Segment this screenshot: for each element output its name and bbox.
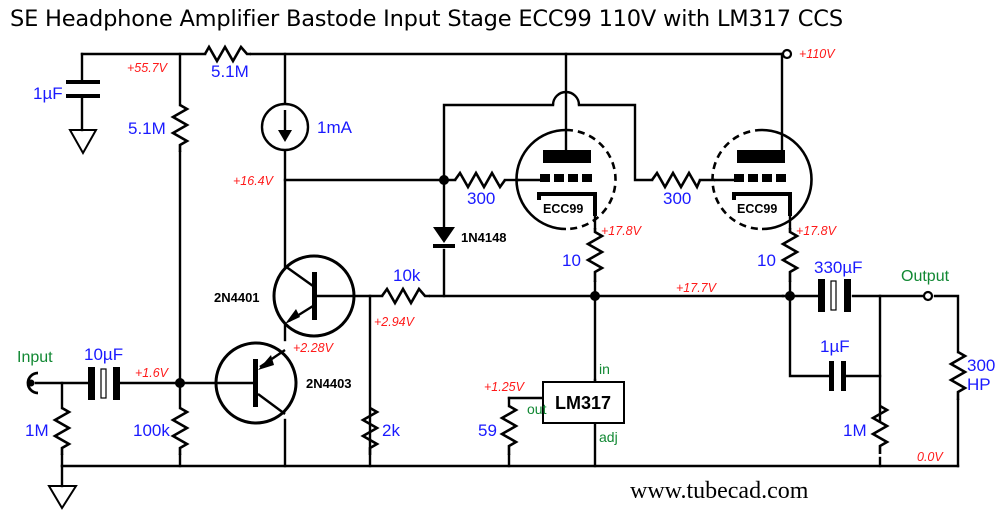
- input-capacitor: [88, 367, 120, 400]
- resistor-input-value: 1M: [25, 421, 49, 440]
- npn-transistor: [272, 254, 356, 338]
- resistor-base: [380, 286, 430, 306]
- wires: [34, 52, 960, 488]
- resistor-load-value: 300: [967, 356, 995, 375]
- input-capacitor-value: 10µF: [84, 345, 123, 364]
- voltage-cathode-1: +17.8V: [601, 224, 643, 238]
- current-source-value: 1mA: [317, 118, 353, 137]
- regulator-pin-adj: adj: [599, 429, 618, 445]
- resistor-series-top-value: 5.1M: [211, 62, 249, 81]
- resistor-grid-2-value: 300: [663, 189, 691, 208]
- pnp-transistor-label: 2N4403: [306, 376, 352, 391]
- resistor-set: [499, 404, 519, 455]
- tube-2-label: ECC99: [737, 202, 777, 216]
- voltage-cathode-2: +17.8V: [796, 224, 838, 238]
- ground-icon: [68, 129, 98, 156]
- voltage-ground: 0.0V: [917, 450, 944, 464]
- filter-capacitor-value: 1µF: [33, 84, 63, 103]
- regulator-box: [542, 381, 625, 424]
- resistor-grid-1-value: 300: [467, 189, 495, 208]
- voltage-ccs-bottom: +16.4V: [233, 174, 275, 188]
- bypass-capacitor-value: 1µF: [820, 337, 850, 356]
- input-label: Input: [17, 349, 53, 366]
- resistor-cathode-1-value: 10: [562, 251, 581, 270]
- resistor-load-note: HP: [967, 375, 991, 394]
- input-jack-icon[interactable]: [26, 371, 39, 395]
- bypass-capacitor: [829, 361, 846, 391]
- resistor-divider-top: [170, 103, 190, 152]
- regulator-label: LM317: [555, 393, 611, 413]
- voltage-input-bias: +1.6V: [135, 366, 170, 380]
- output-capacitor-value: 330µF: [814, 258, 863, 277]
- npn-transistor-label: 2N4401: [214, 290, 260, 305]
- resistor-input: [52, 406, 72, 455]
- voltage-divider-top: +55.7V: [127, 61, 169, 75]
- b-plus-voltage: +110V: [799, 47, 836, 61]
- resistor-divider-top-value: 5.1M: [128, 119, 166, 138]
- output-capacitor: [818, 279, 851, 312]
- voltage-base-node: +2.94V: [374, 315, 416, 329]
- resistor-load: [948, 350, 968, 400]
- resistor-output: [870, 404, 890, 454]
- filter-capacitor: [66, 80, 100, 98]
- resistor-emitter-value: 2k: [382, 421, 400, 440]
- resistor-emitter: [360, 406, 380, 455]
- pnp-transistor: [214, 341, 298, 425]
- output-label: Output: [901, 268, 950, 285]
- resistor-grid-1: [453, 170, 507, 190]
- resistor-output-value: 1M: [843, 421, 867, 440]
- ground-icon: [47, 485, 78, 510]
- resistor-cathode-2: [780, 228, 800, 282]
- resistor-series-top: [203, 44, 251, 64]
- website-watermark[interactable]: www.tubecad.com: [630, 478, 809, 504]
- voltage-cathode-bus: +17.7V: [676, 281, 718, 295]
- junction-dots: [175, 175, 795, 388]
- b-plus-terminal: [781, 48, 793, 60]
- regulator-pin-out: out: [527, 401, 547, 417]
- resistor-set-value: 59: [478, 421, 497, 440]
- schematic-title: SE Headphone Amplifier Bastode Input Sta…: [10, 6, 843, 32]
- diode-icon: [433, 227, 455, 248]
- current-source-icon: [260, 102, 310, 152]
- output-terminal[interactable]: [922, 290, 934, 302]
- voltage-lm317-out: +1.25V: [484, 380, 526, 394]
- resistor-cathode-2-value: 10: [757, 251, 776, 270]
- resistor-base-value: 10k: [393, 266, 421, 285]
- tube-1-triode: [515, 128, 617, 231]
- diode-label: 1N4148: [461, 230, 507, 245]
- resistor-bias-value: 100k: [133, 421, 170, 440]
- voltage-emitter-node: +2.28V: [293, 341, 335, 355]
- tube-1-label: ECC99: [543, 202, 583, 216]
- regulator-pin-in: in: [599, 361, 610, 377]
- resistor-grid-2: [650, 170, 702, 190]
- tube-2-triode: [711, 128, 813, 231]
- resistor-cathode-1: [585, 228, 605, 282]
- resistor-bias: [170, 406, 190, 455]
